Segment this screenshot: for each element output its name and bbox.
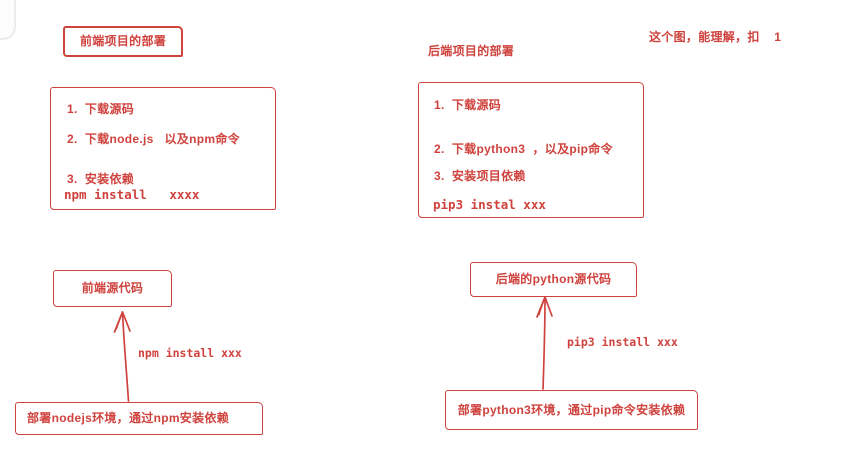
backend-source-label: 后端的python源代码 <box>495 272 612 287</box>
frontend-source-box[interactable]: 前端源代码 <box>53 270 172 307</box>
panel-corner[interactable] <box>0 0 16 40</box>
backend-step-2: 2. 下载python3 ，以及pip命令 <box>434 142 613 156</box>
frontend-install-command: npm install xxxx <box>64 187 200 202</box>
backend-source-box[interactable]: 后端的python源代码 <box>470 262 637 297</box>
frontend-title-box[interactable]: 前端项目的部署 <box>63 26 183 57</box>
npm-install-arrow-label[interactable]: npm install xxx <box>138 346 242 360</box>
backend-title-label[interactable]: 后端项目的部署 <box>428 44 515 58</box>
lecture-note[interactable]: 这个图，能理解，扣 1 <box>649 30 782 44</box>
backend-step-1: 1. 下载源码 <box>434 98 502 112</box>
backend-deploy-box[interactable]: 部署python3环境，通过pip命令安装依赖 <box>445 390 698 430</box>
backend-deploy-label: 部署python3环境，通过pip命令安装依赖 <box>457 402 686 417</box>
frontend-deploy-box[interactable]: 部署nodejs环境，通过npm安装依赖 <box>15 402 263 435</box>
frontend-step-1: 1. 下载源码 <box>67 102 135 116</box>
backend-step-3: 3. 安装项目依赖 <box>434 169 526 183</box>
frontend-title-label: 前端项目的部署 <box>79 34 167 49</box>
frontend-step-2: 2. 下载node.js 以及npm命令 <box>67 132 240 146</box>
frontend-source-label: 前端源代码 <box>81 281 144 296</box>
npm-install-arrow[interactable] <box>113 311 131 402</box>
backend-steps-box[interactable]: 1. 下载源码 2. 下载python3 ，以及pip命令 3. 安装项目依赖 … <box>418 82 644 218</box>
backend-install-command: pip3 instal xxx <box>433 197 546 212</box>
frontend-deploy-label: 部署nodejs环境，通过npm安装依赖 <box>27 411 230 426</box>
pip-install-arrow-label[interactable]: pip3 install xxx <box>567 335 678 349</box>
frontend-steps-box[interactable]: 1. 下载源码 2. 下载node.js 以及npm命令 3. 安装依赖 npm… <box>50 87 276 210</box>
frontend-step-3: 3. 安装依赖 <box>67 172 135 186</box>
pip-install-arrow[interactable] <box>536 296 553 390</box>
